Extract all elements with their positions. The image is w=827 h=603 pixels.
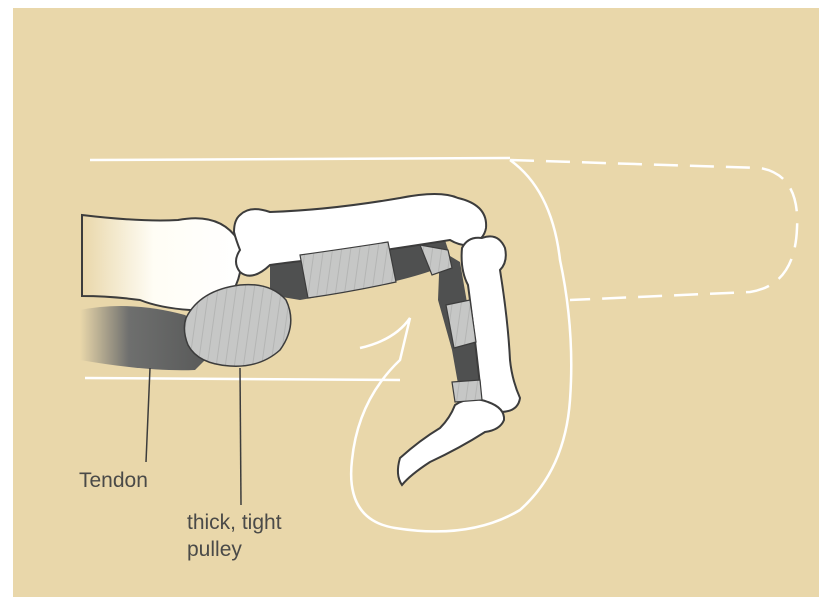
pulley-distal [452, 380, 482, 402]
tendon-label: Tendon [79, 468, 148, 493]
background-panel [13, 8, 819, 597]
pulley-label-line2: pulley [187, 537, 242, 562]
pulley-leader-line [240, 368, 241, 505]
pulley-label-line1: thick, tight [187, 510, 282, 535]
